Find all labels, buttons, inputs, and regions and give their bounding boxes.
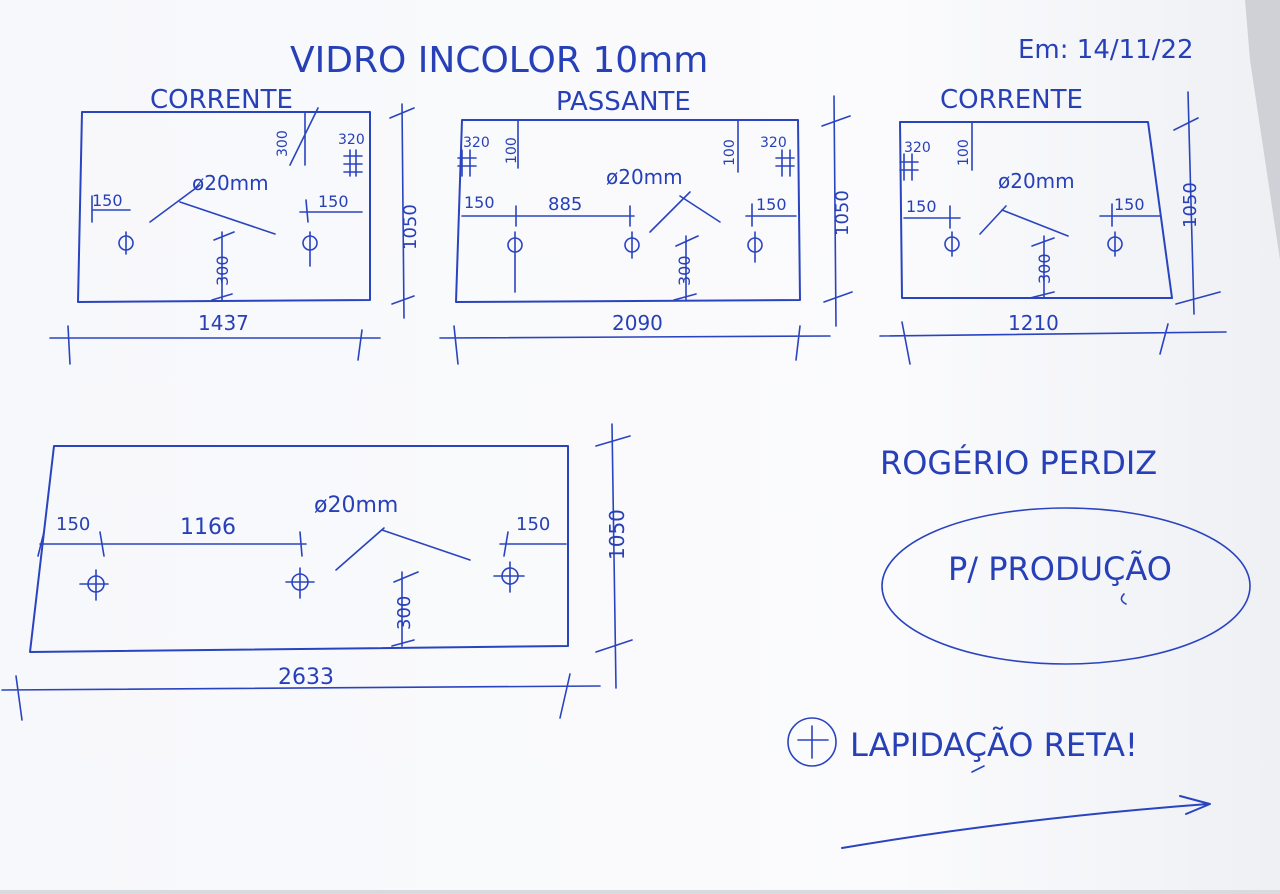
panel-3-edge-right: 150 bbox=[1114, 195, 1145, 214]
panel-1-hole-top: 300 bbox=[275, 130, 291, 157]
finish-note: LAPIDAÇÃO RETA! bbox=[850, 726, 1138, 764]
panel-3-holes bbox=[944, 231, 1123, 257]
panel-1-height: 1050 bbox=[400, 204, 421, 250]
panel-4-height: 1050 bbox=[605, 509, 629, 560]
panel-4-bottom-to-hole: 300 bbox=[394, 596, 415, 630]
panel-4-diameter: ø20mm bbox=[314, 493, 398, 518]
panel-4-edge-right: 150 bbox=[516, 514, 550, 535]
name-note: ROGÉRIO PERDIZ bbox=[880, 444, 1157, 482]
panel-2-bottom-to-hole: 300 bbox=[675, 255, 694, 286]
panel-1-width: 1437 bbox=[198, 311, 249, 335]
panel-2-width: 2090 bbox=[612, 311, 663, 335]
panel-1-label: CORRENTE bbox=[150, 85, 293, 115]
date-text: Em: 14/11/22 bbox=[1018, 35, 1194, 65]
panel-3-bottom-to-hole: 300 bbox=[1035, 253, 1054, 284]
panel-3-left-top: 320 bbox=[904, 140, 931, 156]
panel-3-outline bbox=[899, 121, 1173, 299]
panel-2-diameter: ø20mm bbox=[606, 165, 683, 189]
panel-2-edge-left: 150 bbox=[464, 193, 495, 212]
panel-1-side-note: 320 bbox=[338, 132, 365, 148]
panel-2-height: 1050 bbox=[832, 190, 853, 236]
panel-2: PASSANTE 1050 2090 320 100 100 320 150 8… bbox=[439, 87, 853, 365]
panel-3-label: CORRENTE bbox=[940, 85, 1083, 115]
panel-2-left-top: 320 bbox=[463, 135, 490, 151]
panel-2-outline bbox=[455, 119, 801, 303]
panel-4-holes bbox=[79, 561, 525, 601]
finish-symbol-icon bbox=[787, 717, 837, 767]
panel-1-bottom-to-hole: 300 bbox=[213, 255, 232, 286]
panel-3-diameter: ø20mm bbox=[998, 169, 1075, 193]
underline-stroke bbox=[841, 795, 1211, 849]
panel-3-height: 1050 bbox=[1180, 182, 1201, 228]
panel-4-outline bbox=[29, 445, 569, 653]
panel-4-edge-left: 150 bbox=[56, 514, 90, 535]
panel-4-width: 2633 bbox=[278, 665, 334, 690]
panel-1-edge-right: 150 bbox=[318, 192, 349, 211]
panel-1-edge-left: 150 bbox=[92, 191, 123, 210]
panel-2-edge-right: 150 bbox=[756, 195, 787, 214]
panel-1-outline bbox=[77, 111, 371, 303]
panel-3: CORRENTE 1050 1210 320 100 150 150 ø20mm… bbox=[879, 85, 1227, 365]
panel-3-width: 1210 bbox=[1008, 311, 1059, 335]
panel-2-right-vert: 100 bbox=[722, 139, 738, 166]
panel-2-right-top: 320 bbox=[760, 135, 787, 151]
panel-1: CORRENTE 1050 1437 150 150 300 320 ø20mm… bbox=[49, 85, 421, 365]
panel-2-middle: 885 bbox=[548, 194, 582, 215]
panel-1-diameter: ø20mm bbox=[192, 171, 269, 195]
panel-3-edge-left: 150 bbox=[906, 197, 937, 216]
title-text: VIDRO INCOLOR 10mm bbox=[290, 40, 708, 81]
panel-3-left-vert: 100 bbox=[956, 139, 972, 166]
stamp-text: P/ PRODUÇÃO bbox=[948, 550, 1172, 588]
panel-2-left-vert: 100 bbox=[504, 137, 520, 164]
panel-4-middle: 1166 bbox=[180, 515, 236, 540]
stamp-ellipse bbox=[881, 507, 1251, 665]
panel-1-holes bbox=[118, 231, 318, 267]
panel-4: 1050 2633 150 1166 150 ø20mm 300 bbox=[1, 423, 633, 721]
panel-2-holes bbox=[507, 231, 763, 293]
panel-2-label: PASSANTE bbox=[556, 87, 691, 117]
